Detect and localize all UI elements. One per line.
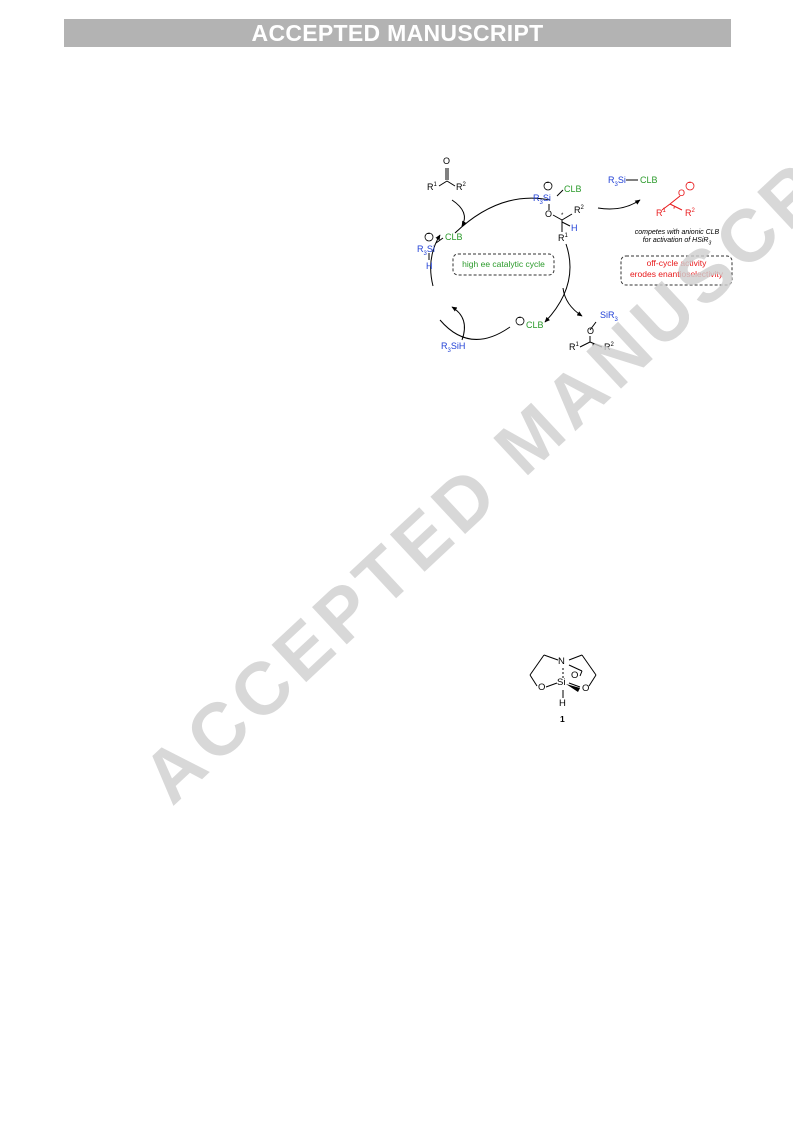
substrate-entry-arrow — [451, 199, 467, 227]
compound-1-structure — [529, 654, 597, 698]
intermediate-oxygen: O — [545, 209, 553, 219]
free-clb: CLB — [526, 320, 544, 330]
alkoxide-charge: − — [687, 180, 692, 187]
alkoxide-r1: R1 — [656, 208, 666, 218]
activated-silane-clb: CLB — [445, 232, 463, 242]
substrate-r1: R1 — [427, 182, 437, 192]
competes-note: competes with anionic CLB for activation… — [634, 229, 720, 247]
offcycle-note: off-cycle activity erodes enantioselecti… — [629, 258, 724, 279]
alkoxide-oxygen: O — [678, 188, 686, 198]
intermediate-clb: CLB — [564, 184, 582, 194]
activated-silane-r3si: R3Si — [417, 244, 435, 257]
intermediate-charge: − — [545, 180, 550, 187]
product-r1: R1 — [569, 342, 579, 352]
product-oxygen: O — [587, 326, 595, 336]
compound-1-oxygen-left: O — [538, 682, 546, 693]
product-sir3: SiR3 — [600, 310, 618, 323]
silane-reagent: R3SiH — [441, 341, 466, 354]
cycle-label-box — [452, 253, 555, 276]
substrate-r2: R2 — [456, 182, 466, 192]
silane-entry-arrow — [451, 306, 465, 341]
activated-silane-charge: − — [426, 231, 431, 238]
free-clb-charge: − — [517, 315, 522, 322]
offcycle-r3si: R3Si — [608, 175, 626, 188]
intermediate-star: * — [561, 213, 564, 219]
accepted-manuscript-banner: ACCEPTED MANUSCRIPT — [64, 19, 731, 47]
compound-1-oxygen-top: O — [571, 670, 579, 681]
compound-1-nitrogen: N — [558, 656, 565, 667]
cycle-arc-right — [544, 243, 571, 323]
compound-1-oxygen-right: O — [582, 683, 590, 694]
compound-number: 1 — [560, 714, 565, 724]
cycle-label: high ee catalytic cycle — [462, 259, 545, 269]
cycle-arc-left — [430, 234, 441, 287]
offcycle-box — [620, 255, 733, 286]
compound-1-silicon: Si — [557, 677, 566, 688]
wedge-bond — [566, 684, 580, 692]
intermediate-h: H — [571, 223, 578, 233]
cycle-arc-bottom — [439, 319, 511, 340]
offcycle-clb: CLB — [640, 175, 658, 185]
substrate-oxygen: O — [443, 156, 451, 166]
activated-silane-h: H — [426, 261, 433, 271]
intermediate-r1: R1 — [558, 233, 568, 243]
compound-1-hydrogen: H — [559, 698, 566, 709]
intermediate-r2: R2 — [574, 205, 584, 215]
intermediate-r3si: R3Si — [533, 193, 551, 206]
offcycle-arrow — [597, 199, 641, 210]
alkoxide-r2: R2 — [685, 208, 695, 218]
alkoxide-star: * — [673, 207, 676, 213]
product-star: * — [592, 344, 595, 350]
product-r2: R2 — [604, 342, 614, 352]
product-exit-arrow — [562, 287, 583, 317]
